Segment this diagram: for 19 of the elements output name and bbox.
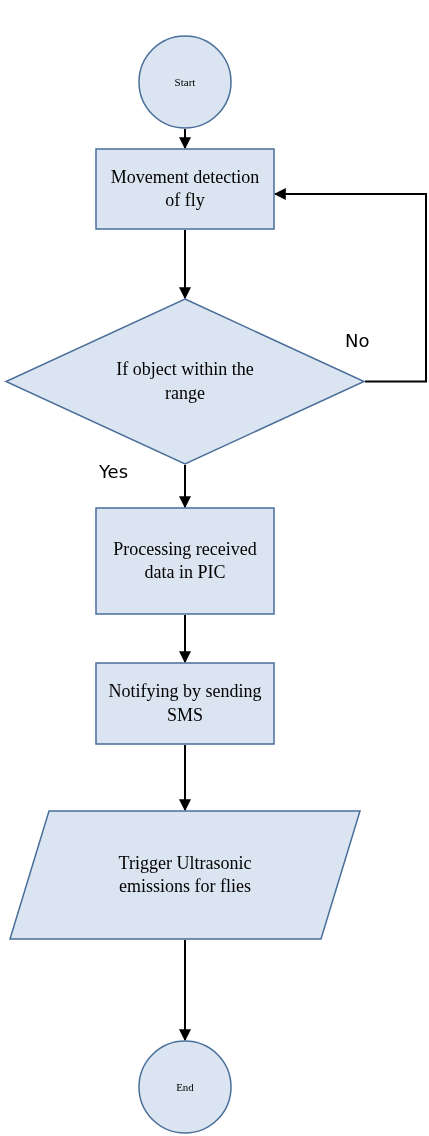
process-box (95, 148, 275, 230)
terminal-circle (138, 35, 232, 129)
process-box (95, 662, 275, 745)
process-box (95, 507, 275, 615)
node-label: Start (173, 74, 197, 90)
node-label: Movement detection of fly (109, 165, 261, 212)
arrow (179, 614, 191, 664)
arrow (179, 744, 191, 812)
node-label: Trigger Ultrasonic emissions for flies (117, 851, 253, 898)
arrow (179, 128, 191, 150)
arrow (179, 464, 191, 509)
node-label: End (175, 1079, 195, 1095)
arrow (179, 229, 191, 300)
terminal-circle (138, 1040, 232, 1134)
node-label: Processing received data in PIC (112, 537, 258, 584)
io-parallelogram (9, 810, 361, 940)
arrow (179, 939, 191, 1042)
node-label: If object within the range (115, 358, 255, 405)
node-label: Notifying by sending SMS (107, 680, 263, 727)
